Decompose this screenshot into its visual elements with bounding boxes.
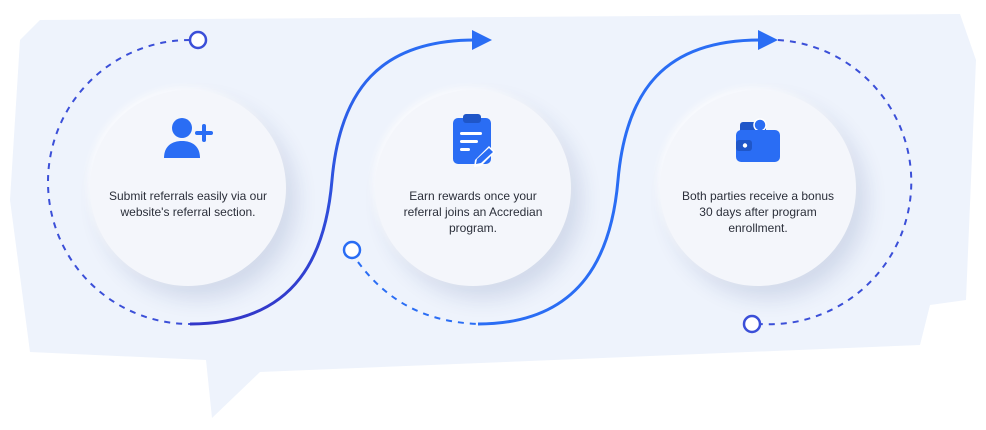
start-node [188, 30, 208, 50]
end-node [742, 314, 762, 334]
step-card-3: Both parties receive a bonus 30 days aft… [660, 90, 856, 286]
solid-curve-2 [477, 38, 761, 326]
dashed-arc-2 [357, 261, 479, 325]
arrow-head-1 [472, 30, 492, 50]
step-3-text: Both parties receive a bonus 30 days aft… [681, 189, 835, 235]
add-user-icon [164, 118, 213, 158]
clipboard-edit-icon [453, 114, 495, 167]
solid-curve-1 [189, 38, 476, 326]
step-card-2: Earn rewards once your referral joins an… [375, 90, 571, 286]
arrow-head-2 [758, 30, 778, 50]
mid-node [342, 240, 362, 260]
step-card-1: Submit referrals easily via our website'… [90, 90, 286, 286]
step-1-text: Submit referrals easily via our website'… [108, 189, 268, 219]
wallet-icon [736, 118, 780, 162]
step-2-text: Earn rewards once your referral joins an… [403, 189, 543, 235]
